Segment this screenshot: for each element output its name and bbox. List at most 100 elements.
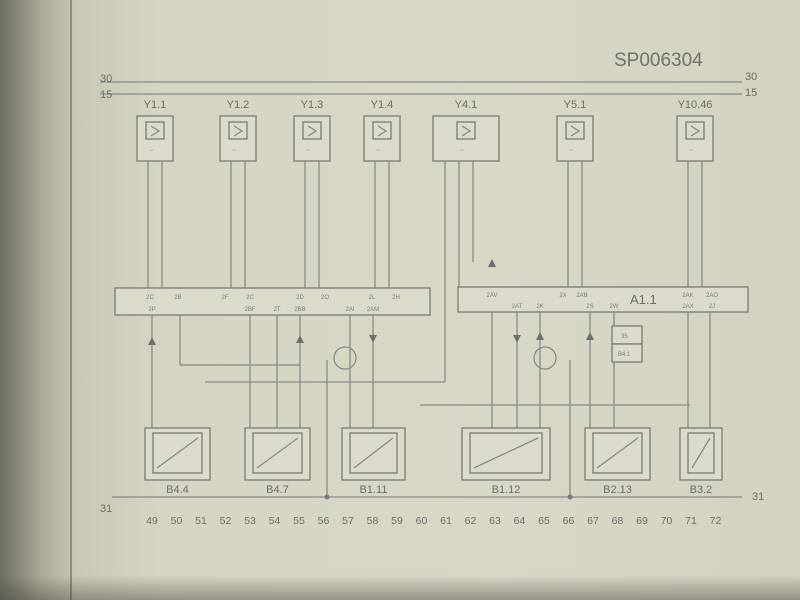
solenoid-coil-icon: ◦◦ — [149, 148, 153, 154]
arrow-down-icon — [369, 335, 377, 343]
arrow-up-icon — [296, 335, 304, 343]
solenoid-coil-icon: ◦◦ — [689, 148, 693, 154]
solenoid-coil-icon: ◦◦ — [306, 148, 310, 154]
solenoid-icon — [302, 121, 322, 140]
pin-label: 2H — [392, 295, 400, 301]
solenoid-symbol — [377, 125, 388, 137]
bus-30-label-left: 30 — [100, 73, 112, 85]
actuator-label: Y1.4 — [371, 99, 394, 111]
ground-31-label-left: 31 — [100, 503, 112, 515]
solenoid-symbol — [233, 125, 244, 137]
actuator-label: Y1.1 — [144, 99, 167, 111]
column-number: 57 — [342, 515, 354, 527]
solenoid-symbol — [690, 125, 701, 137]
sensor-symbol-line — [473, 437, 539, 469]
bus-15-label-left: 15 — [100, 89, 112, 101]
arrow-up-icon — [488, 259, 496, 267]
solenoid-icon — [565, 121, 585, 140]
relay-box-top-label: 35 — [621, 334, 628, 340]
pump-symbol-icon — [333, 346, 357, 370]
solenoid-icon — [456, 121, 476, 140]
ground-junction — [567, 494, 573, 500]
pin-label: 2AK — [682, 293, 693, 299]
solenoid-icon — [145, 121, 165, 140]
pin-label: 2AM — [367, 307, 379, 313]
column-number: 51 — [195, 515, 207, 527]
column-number: 70 — [661, 515, 673, 527]
sensor-symbol-line — [256, 437, 299, 469]
arrow-up-icon — [586, 332, 594, 340]
solenoid-coil-icon: ◦◦ — [569, 148, 573, 154]
column-number: 49 — [146, 515, 158, 527]
column-number: 63 — [489, 515, 501, 527]
pin-label: 2X — [559, 293, 566, 299]
pin-label: 2B — [174, 295, 181, 301]
actuator-label: Y1.3 — [301, 99, 324, 111]
solenoid-coil-icon: ◦◦ — [460, 148, 464, 154]
pin-label: 2S — [586, 304, 593, 310]
column-number: 60 — [416, 515, 428, 527]
solenoid-icon — [228, 121, 248, 140]
pin-label: 2O — [321, 295, 329, 301]
sensor-label: B4.4 — [166, 484, 189, 496]
pin-label: 2K — [536, 304, 543, 310]
control-unit-label: A1.1 — [630, 292, 657, 307]
solenoid-icon — [685, 121, 705, 140]
sensor-symbol-line — [596, 437, 639, 469]
arrow-down-icon — [513, 335, 521, 343]
sensor-label: B1.12 — [492, 484, 521, 496]
control-unit-connector-right — [457, 286, 749, 313]
column-number: 54 — [269, 515, 281, 527]
pin-label: 2AT — [512, 304, 523, 310]
column-number: 56 — [318, 515, 330, 527]
solenoid-symbol — [461, 125, 472, 137]
actuator-label: Y1.2 — [227, 99, 250, 111]
solenoid-icon — [372, 121, 392, 140]
pin-label: 2P — [148, 307, 155, 313]
pin-label: 2D — [296, 295, 304, 301]
ground-junction — [324, 494, 330, 500]
column-number: 65 — [538, 515, 550, 527]
sensor-label: B2.13 — [603, 484, 632, 496]
column-number: 66 — [563, 515, 575, 527]
pin-label: 2C — [246, 295, 254, 301]
sensor-symbol-line — [691, 437, 711, 469]
sensor-label: B4.7 — [266, 484, 289, 496]
column-number: 50 — [171, 515, 183, 527]
sensor-label: B3.2 — [690, 484, 713, 496]
screen-shadow — [0, 575, 800, 600]
column-number: 59 — [391, 515, 403, 527]
solenoid-symbol — [307, 125, 318, 137]
solenoid-coil-icon: ◦◦ — [232, 148, 236, 154]
column-number: 67 — [587, 515, 599, 527]
pin-label: 2C — [146, 295, 154, 301]
column-number: 52 — [220, 515, 232, 527]
column-number: 71 — [685, 515, 697, 527]
pin-label: 2BB — [294, 307, 305, 313]
pin-label: 2BF — [244, 307, 255, 313]
sensor-label: B1.11 — [360, 484, 388, 496]
actuator-label: Y5.1 — [564, 99, 587, 111]
bus-30-label-right: 30 — [745, 71, 757, 83]
pin-label: 2AV — [487, 293, 498, 299]
column-number: 62 — [465, 515, 477, 527]
column-number: 72 — [710, 515, 722, 527]
column-number: 61 — [440, 515, 452, 527]
diagram-id: SP006304 — [614, 50, 703, 71]
arrow-up-icon — [148, 337, 156, 345]
column-number: 58 — [367, 515, 379, 527]
column-number: 53 — [244, 515, 256, 527]
page-border — [70, 0, 72, 600]
solenoid-symbol — [570, 125, 581, 137]
actuator-label: Y10.46 — [678, 99, 713, 111]
control-unit-connector-left — [114, 287, 431, 316]
ground-31-label-right: 31 — [752, 491, 764, 503]
sensor-symbol-line — [156, 437, 199, 469]
relay-box-bottom — [611, 343, 643, 363]
arrow-up-icon — [536, 332, 544, 340]
pin-label: 2F — [221, 295, 228, 301]
pin-label: 2AB — [576, 293, 587, 299]
pin-label: 2J — [709, 304, 715, 310]
solenoid-symbol — [150, 125, 161, 137]
